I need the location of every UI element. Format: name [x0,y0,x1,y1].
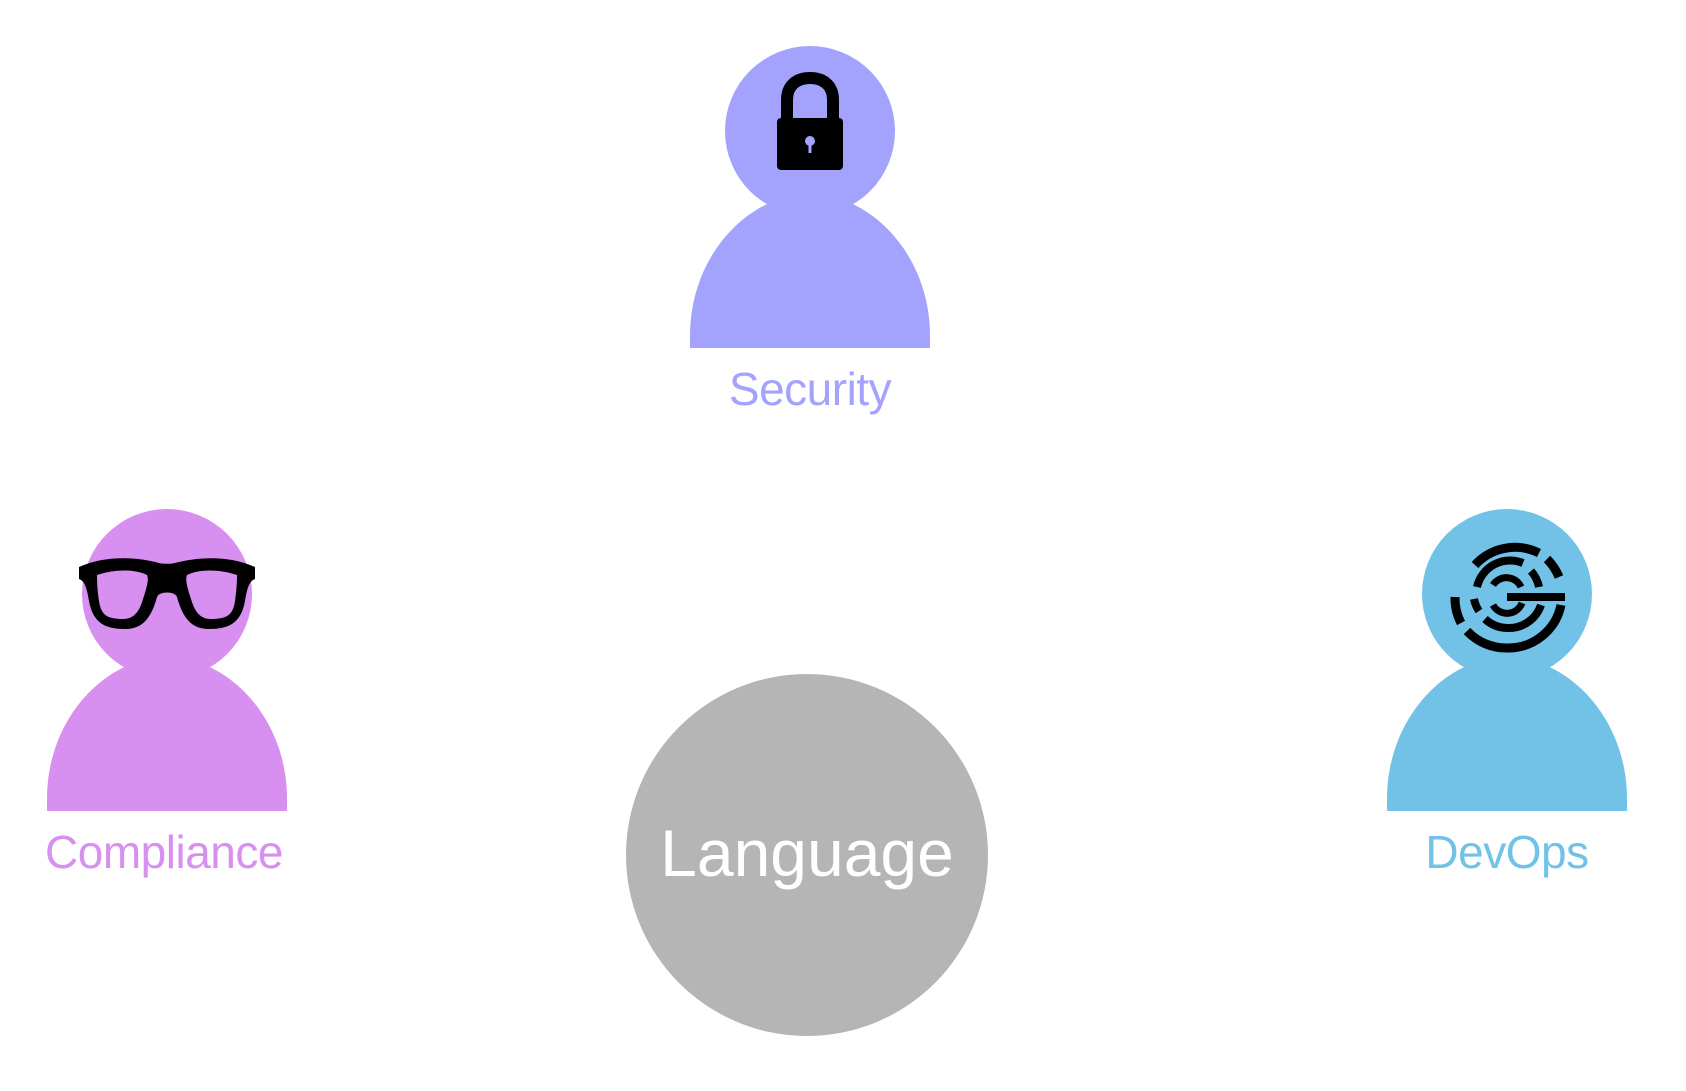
devops-person-icon [1387,509,1627,811]
language-node: Language [626,674,988,1036]
security-person-icon [690,46,930,348]
compliance-label: Compliance [45,826,283,878]
language-label: Language [660,816,954,890]
devops-label: DevOps [1425,826,1589,878]
glasses-icon [79,558,255,629]
compliance-person-icon [47,509,287,811]
lock-icon [777,71,843,170]
compliance-persona [47,507,287,811]
security-persona [690,44,930,348]
circular-target-icon [1450,542,1566,653]
devops-persona [1387,507,1627,811]
security-label: Security [728,363,892,415]
